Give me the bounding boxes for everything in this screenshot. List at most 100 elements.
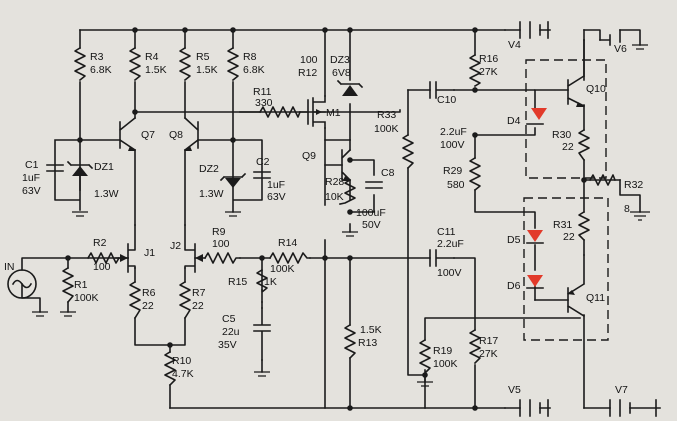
c8-voltage: 50V — [362, 219, 381, 231]
battery-v5 — [519, 399, 549, 417]
r17-value: 27K — [479, 348, 498, 360]
resistor-r30 — [578, 128, 590, 162]
r9-value: 100 — [212, 238, 230, 250]
diodes — [66, 79, 547, 289]
c1-value: 1uF — [22, 172, 40, 184]
resistor-r1 — [62, 266, 74, 304]
c2-voltage: 63V — [267, 191, 286, 203]
r11-name: R11 — [253, 86, 272, 98]
c1-voltage: 63V — [22, 185, 41, 197]
c5-voltage: 35V — [218, 339, 237, 351]
r10-value: 4.7K — [172, 368, 194, 380]
resistor-r16 — [469, 53, 481, 88]
r15-name: R15 — [228, 276, 247, 288]
r6-name: R6 — [142, 287, 156, 299]
r3-name: R3 — [90, 51, 104, 63]
dz2-value: 1.3W — [199, 188, 224, 200]
r12-value: 100 — [300, 54, 318, 66]
dz3-name: DZ3 — [330, 54, 350, 66]
r29-name: R29 — [443, 165, 462, 177]
r28-name: R28 — [325, 176, 344, 188]
r3-value: 6.8K — [90, 64, 112, 76]
c11-voltage: 100V — [437, 267, 462, 279]
capacitor-c2 — [253, 171, 271, 179]
c10-value: 2.2uF — [440, 126, 467, 138]
c10-name: C10 — [437, 94, 456, 106]
r5-value: 1.5K — [196, 64, 218, 76]
v5-name: V5 — [508, 384, 521, 396]
c8-name: C8 — [381, 167, 395, 179]
resistor-r29 — [469, 156, 481, 192]
module-boxes — [523, 59, 609, 341]
source-in — [7, 269, 37, 299]
r33-name: R33 — [377, 109, 396, 121]
resistor-r11 — [258, 106, 302, 118]
q10-name: Q10 — [586, 83, 606, 95]
r1-name: R1 — [74, 279, 88, 291]
r8-name: R8 — [243, 51, 257, 63]
capacitor-c1 — [46, 164, 64, 172]
battery-v4 — [519, 21, 549, 39]
q7-name: Q7 — [141, 129, 155, 141]
r30-value: 22 — [562, 141, 574, 153]
r5-name: R5 — [196, 51, 210, 63]
r32-value: 8 — [624, 203, 630, 215]
jfet-j2 — [184, 224, 203, 273]
jfet-j1 — [120, 224, 136, 273]
lower-output-module — [523, 197, 609, 341]
supplies — [7, 21, 657, 417]
r10-name: R10 — [172, 355, 191, 367]
r30-name: R30 — [552, 129, 571, 141]
r11-value: 330 — [255, 97, 273, 109]
resistor-r7 — [179, 280, 191, 320]
v6-name: V6 — [614, 43, 627, 55]
dz3-value: 6V8 — [332, 67, 351, 79]
q11-name: Q11 — [586, 292, 605, 304]
j2-name: J2 — [170, 240, 181, 252]
d6-name: D6 — [507, 280, 521, 292]
capacitor-c5 — [253, 307, 271, 361]
r6-value: 22 — [142, 300, 154, 312]
resistor-r6 — [129, 280, 141, 320]
capacitor-c8 — [365, 181, 383, 189]
labels: R3 6.8K R4 1.5K R5 1.5K R8 6.8K R11 330 … — [4, 39, 643, 396]
junction-dots — [65, 27, 587, 411]
r12-name: R12 — [298, 67, 317, 79]
r8-value: 6.8K — [243, 64, 265, 76]
r2-value: 100 — [93, 261, 111, 273]
r13-name: R13 — [358, 337, 377, 349]
resistor-r4 — [129, 46, 141, 82]
r31-value: 22 — [563, 231, 575, 243]
dz1-name: DZ1 — [94, 161, 114, 173]
wiring — [21, 29, 661, 409]
capacitor-c10 — [429, 81, 455, 99]
r16-value: 27K — [479, 66, 498, 78]
resistor-r9 — [203, 252, 241, 264]
resistor-r13 — [344, 323, 356, 360]
r7-name: R7 — [192, 287, 206, 299]
c5-name: C5 — [222, 313, 236, 325]
resistor-r5 — [179, 46, 191, 82]
mosfet-m1 — [307, 95, 326, 129]
j1-name: J1 — [144, 247, 155, 259]
resistor-r17 — [469, 328, 481, 365]
transistor-q11 — [566, 282, 586, 318]
c1-name: C1 — [25, 159, 39, 171]
c10-voltage: 100V — [440, 139, 465, 151]
resistor-r8 — [227, 46, 239, 82]
r13-value: 1.5K — [360, 324, 382, 336]
led-d5 — [526, 230, 544, 244]
resistor-r32 — [588, 174, 617, 186]
r28-value: 10K — [325, 191, 344, 203]
r16-name: R16 — [479, 53, 498, 65]
upper-output-module — [525, 59, 607, 179]
zener-dz1 — [66, 160, 94, 191]
r32-name: R32 — [624, 179, 643, 191]
c8-value: 100uF — [356, 207, 386, 219]
resistor-r3 — [74, 46, 86, 82]
r14-name: R14 — [278, 237, 297, 249]
c2-value: 1uF — [267, 179, 285, 191]
resistor-r31 — [578, 210, 590, 242]
r33-value: 100K — [374, 123, 399, 135]
